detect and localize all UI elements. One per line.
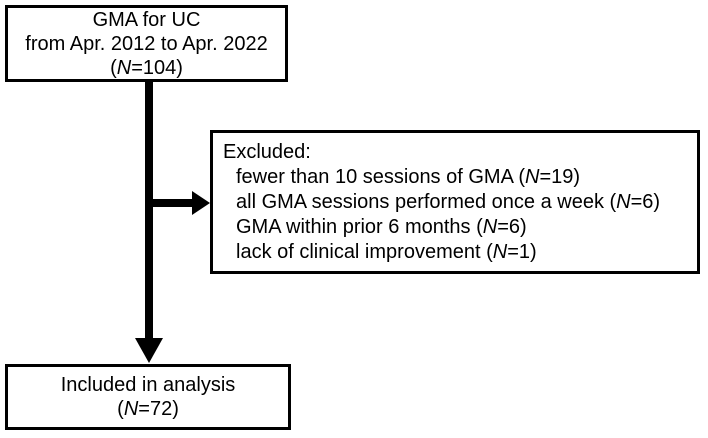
text-segment: =19) <box>539 166 581 188</box>
enrollment-box: GMA for UC from Apr. 2012 to Apr. 2022 (… <box>5 5 288 82</box>
arrowhead-right-icon <box>192 191 210 215</box>
text-segment: =72) <box>138 398 179 420</box>
text-segment: all GMA sessions performed once a week ( <box>236 191 617 213</box>
flow-line-vertical <box>145 81 153 339</box>
n-italic: N <box>123 398 139 420</box>
excluded-item-2: all GMA sessions performed once a week (… <box>223 190 691 215</box>
text-segment: =1) <box>507 241 537 263</box>
n-italic: N <box>525 166 540 188</box>
text-segment: =104) <box>131 56 183 79</box>
text-segment: GMA for UC <box>92 8 201 31</box>
excluded-item-3: GMA within prior 6 months (N=6) <box>223 215 691 240</box>
text-segment: lack of clinical improvement ( <box>236 241 493 263</box>
included-box: Included in analysis (N=72) <box>5 364 291 430</box>
text-segment: =6) <box>630 191 661 213</box>
enrollment-count: (N=104) <box>110 56 183 80</box>
excluded-box: Excluded: fewer than 10 sessions of GMA … <box>210 130 700 274</box>
n-italic: N <box>492 241 508 263</box>
arrowhead-down-icon <box>135 338 163 363</box>
included-count: (N=72) <box>117 397 179 421</box>
n-italic: N <box>116 56 132 79</box>
excluded-item-4: lack of clinical improvement (N=1) <box>223 240 691 265</box>
enrollment-line-1: GMA for UC <box>93 8 201 32</box>
text-segment: GMA within prior 6 months ( <box>236 216 483 238</box>
text-segment: Excluded: <box>223 141 311 163</box>
excluded-item-1: fewer than 10 sessions of GMA (N=19) <box>223 165 691 190</box>
text-segment: ( <box>117 398 124 420</box>
n-italic: N <box>616 191 631 213</box>
text-segment: ( <box>110 56 117 79</box>
excluded-header: Excluded: <box>223 140 691 165</box>
text-segment: fewer than 10 sessions of GMA ( <box>236 166 526 188</box>
included-line-1: Included in analysis <box>61 373 236 397</box>
flow-line-branch <box>149 199 193 207</box>
text-segment: Included in analysis <box>60 374 236 396</box>
n-italic: N <box>482 216 498 238</box>
text-segment: =6) <box>497 216 527 238</box>
text-segment: from Apr. 2012 to Apr. 2022 <box>25 32 268 55</box>
enrollment-line-2: from Apr. 2012 to Apr. 2022 <box>25 32 267 56</box>
